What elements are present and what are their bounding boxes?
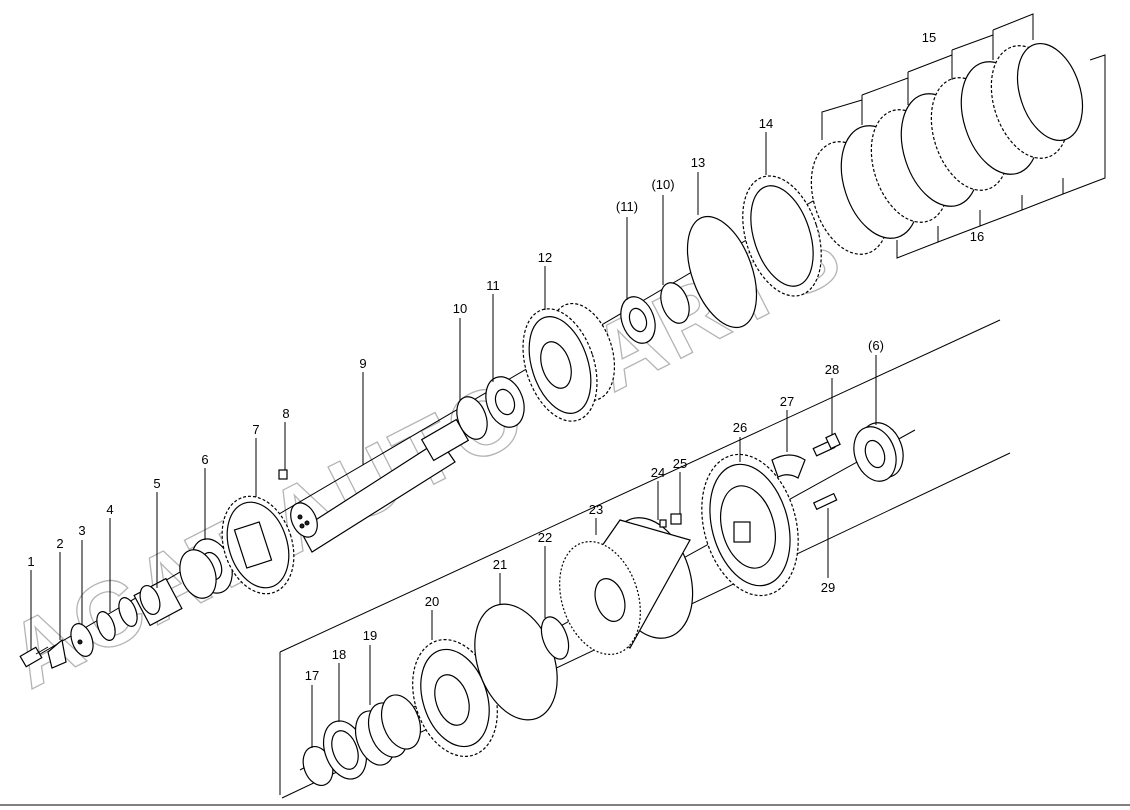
label-8: 8: [282, 406, 289, 421]
label-14: 14: [759, 116, 773, 131]
part-11-bearing: [485, 376, 525, 428]
label-15: 15: [922, 30, 936, 45]
label-24: 24: [651, 465, 665, 480]
label-21: 21: [493, 557, 507, 572]
part-14-gear-ring: [742, 175, 822, 297]
part-labels: 1 2 3 4 5 6 7 8 9 10 11 12 (11) (10) 13 …: [27, 30, 984, 683]
part-1-bolt: [19, 646, 49, 668]
label-9: 9: [359, 356, 366, 371]
part-3-washer: [70, 623, 94, 657]
part-9-shaft: [290, 418, 470, 553]
label-10b: (10): [651, 177, 674, 192]
label-7: 7: [252, 422, 259, 437]
label-10: 10: [453, 301, 467, 316]
label-17: 17: [305, 668, 319, 683]
label-13: 13: [691, 155, 705, 170]
part-6-bearing: [179, 538, 233, 599]
part-29-pin: [812, 492, 838, 511]
part-11b-bearing: [620, 296, 656, 344]
label-12: 12: [538, 250, 552, 265]
label-1: 1: [27, 554, 34, 569]
part-8-pin: [278, 469, 288, 480]
bracket-16: [896, 54, 1106, 259]
label-23: 23: [589, 502, 603, 517]
part-25-nut: [670, 513, 682, 525]
part-13-snap-ring: [686, 215, 758, 329]
part-27-key: [771, 454, 806, 479]
part-23-clutch-drum: [559, 517, 694, 655]
part-4-ring: [96, 611, 116, 641]
label-3: 3: [78, 523, 85, 538]
label-6: 6: [201, 452, 208, 467]
part-5-ring: [118, 577, 183, 627]
part-26-gear: [701, 453, 799, 597]
part-12-double-gear: [522, 302, 616, 422]
label-18: 18: [332, 647, 346, 662]
leader-lines: [30, 132, 877, 748]
label-4: 4: [106, 502, 113, 517]
part-10b-snap-ring: [660, 282, 690, 324]
part-19-spring: [354, 694, 422, 766]
part-7-gear: [221, 495, 295, 595]
label-29: 29: [821, 580, 835, 595]
label-11b: (11): [616, 199, 638, 214]
part-24-pin: [659, 519, 667, 528]
label-5: 5: [153, 476, 160, 491]
part-6b-bearing: [853, 422, 904, 482]
label-22: 22: [538, 530, 552, 545]
part-28-bolt: [812, 432, 841, 457]
part-22-o-ring: [540, 616, 570, 660]
label-28: 28: [825, 362, 839, 377]
bracket-15: [821, 13, 1034, 140]
label-19: 19: [363, 628, 377, 643]
label-25: 25: [673, 456, 687, 471]
label-11: 11: [486, 278, 500, 293]
label-27: 27: [780, 394, 794, 409]
label-16: 16: [970, 229, 984, 244]
part-20-piston-gear: [412, 639, 498, 757]
part-10-snap-ring: [456, 396, 488, 440]
label-6b: (6): [868, 338, 884, 353]
label-20: 20: [425, 594, 439, 609]
label-26: 26: [733, 420, 747, 435]
part-2-lock-plate: [47, 638, 67, 669]
label-2: 2: [56, 536, 63, 551]
clutch-pack: [810, 42, 1084, 255]
